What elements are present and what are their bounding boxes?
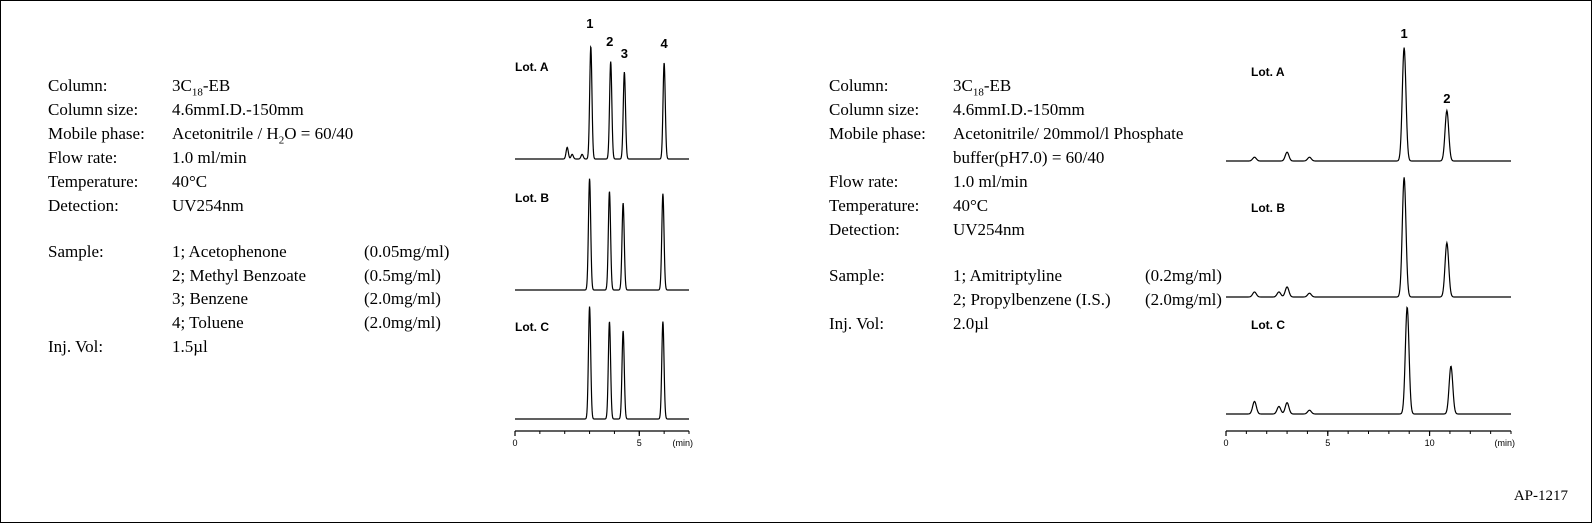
sample-name: 1; Acetophenone bbox=[172, 242, 287, 261]
trace-line bbox=[1226, 47, 1511, 162]
sample-label: Sample: bbox=[829, 266, 885, 285]
inj-vol-label: Inj. Vol: bbox=[48, 337, 104, 356]
sample-name: 4; Toluene bbox=[172, 313, 244, 332]
peak-label: 3 bbox=[621, 46, 628, 61]
sample-concentration: (2.0mg/ml) bbox=[364, 313, 441, 332]
chromatogram-left: Lot. A Lot. B Lot. C 123 4 0 5 (min) bbox=[512, 16, 694, 448]
lot-label: Lot. C bbox=[1251, 318, 1285, 332]
inj-vol-value: 2.0µl bbox=[953, 314, 989, 333]
sample-name: 2; Methyl Benzoate bbox=[172, 266, 307, 285]
chromatogram-right: Lot. A Lot. B Lot. C 1 2 0 5 10 (min) bbox=[1223, 26, 1516, 448]
peak-label: 4 bbox=[661, 36, 669, 51]
x-tick-label: 0 bbox=[512, 438, 517, 448]
x-unit-label: (min) bbox=[1495, 438, 1516, 448]
lot-label: Lot. A bbox=[1251, 65, 1285, 79]
sample-concentration: (0.5mg/ml) bbox=[364, 266, 441, 285]
x-tick-label: 5 bbox=[1325, 438, 1330, 448]
peak-label: 1 bbox=[586, 16, 593, 31]
temperature-label: Temperature: bbox=[48, 172, 139, 191]
sample-name: 3; Benzene bbox=[172, 289, 248, 308]
mobile-phase-label: Mobile phase: bbox=[48, 124, 145, 143]
sample-label: Sample: bbox=[48, 242, 104, 261]
x-tick-label: 0 bbox=[1223, 438, 1228, 448]
lot-label: Lot. B bbox=[1251, 201, 1285, 215]
lot-label: Lot. B bbox=[515, 191, 549, 205]
column-value: 3C18-EB bbox=[953, 76, 1012, 99]
sample-concentration: (2.0mg/ml) bbox=[364, 289, 441, 308]
left-conditions: Column: 3C18-EB Column size: 4.6mmI.D.-1… bbox=[48, 76, 478, 366]
temperature-label: Temperature: bbox=[829, 196, 920, 215]
mobile-phase-value: Acetonitrile/ 20mmol/l Phosphate bbox=[953, 124, 1184, 143]
mobile-phase-label: Mobile phase: bbox=[829, 124, 926, 143]
trace-line bbox=[515, 44, 689, 160]
flow-rate-value: 1.0 ml/min bbox=[172, 148, 247, 167]
column-size-value: 4.6mmI.D.-150mm bbox=[953, 100, 1085, 119]
trace-line bbox=[515, 178, 689, 291]
x-unit-label: (min) bbox=[673, 438, 694, 448]
column-label: Column: bbox=[829, 76, 889, 95]
temperature-value: 40°C bbox=[172, 172, 208, 191]
trace-line bbox=[515, 306, 689, 420]
flow-rate-value: 1.0 ml/min bbox=[953, 172, 1028, 191]
sample-concentration: (0.05mg/ml) bbox=[364, 242, 450, 261]
x-tick-label: 10 bbox=[1425, 438, 1435, 448]
column-size-label: Column size: bbox=[829, 100, 920, 119]
mobile-phase-value-2: buffer(pH7.0) = 60/40 bbox=[953, 148, 1105, 167]
sample-concentration: (0.2mg/ml) bbox=[1145, 266, 1222, 285]
column-label: Column: bbox=[48, 76, 108, 95]
lot-label: Lot. C bbox=[515, 320, 549, 334]
detection-label: Detection: bbox=[829, 220, 900, 239]
column-value: 3C18-EB bbox=[172, 76, 231, 99]
detection-value: UV254nm bbox=[172, 196, 244, 215]
detection-label: Detection: bbox=[48, 196, 119, 215]
detection-value: UV254nm bbox=[953, 220, 1025, 239]
peak-label: 2 bbox=[1443, 91, 1450, 106]
column-size-label: Column size: bbox=[48, 100, 139, 119]
lot-label: Lot. A bbox=[515, 60, 549, 74]
right-conditions: Column: 3C18-EB Column size: 4.6mmI.D.-1… bbox=[829, 76, 1239, 346]
flow-rate-label: Flow rate: bbox=[48, 148, 118, 167]
sample-name: 2; Propylbenzene (I.S.) bbox=[953, 290, 1111, 309]
trace-line bbox=[1226, 177, 1511, 298]
inj-vol-value: 1.5µl bbox=[172, 337, 208, 356]
sample-name: 1; Amitriptyline bbox=[953, 266, 1063, 285]
x-tick-label: 5 bbox=[637, 438, 642, 448]
sample-concentration: (2.0mg/ml) bbox=[1145, 290, 1222, 309]
inj-vol-label: Inj. Vol: bbox=[829, 314, 885, 333]
column-size-value: 4.6mmI.D.-150mm bbox=[172, 100, 304, 119]
peak-label: 2 bbox=[606, 34, 613, 49]
flow-rate-label: Flow rate: bbox=[829, 172, 899, 191]
mobile-phase-value: Acetonitrile / H2O = 60/40 bbox=[172, 124, 354, 147]
peak-label: 1 bbox=[1401, 26, 1408, 41]
figure-code: AP-1217 bbox=[1513, 488, 1568, 504]
temperature-value: 40°C bbox=[953, 196, 989, 215]
trace-line bbox=[1226, 306, 1511, 415]
